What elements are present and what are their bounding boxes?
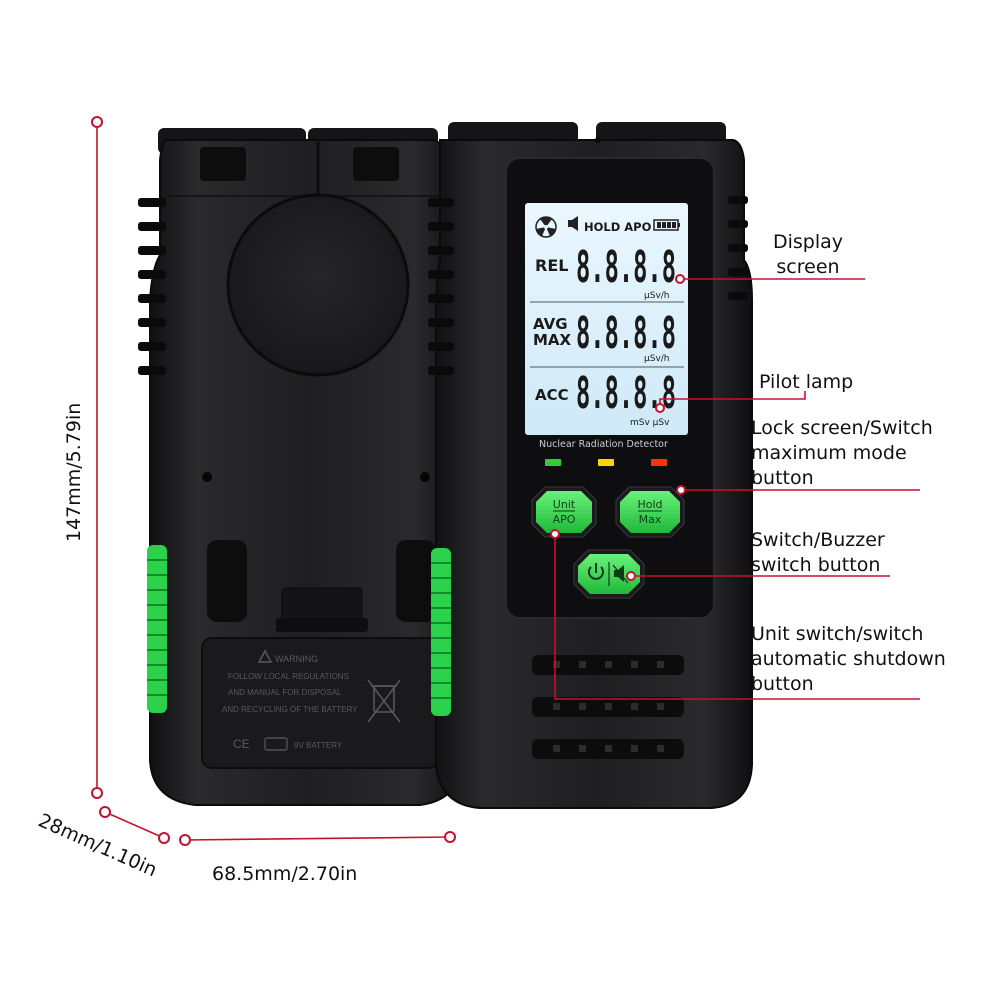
callout-lock-screen: Lock screen/Switch maximum mode button bbox=[751, 417, 933, 489]
depth-dimension-label: 28mm/1.10in bbox=[35, 809, 160, 881]
led-yellow bbox=[598, 459, 614, 466]
device-back-view: WARNING FOLLOW LOCAL REGULATIONS AND MAN… bbox=[138, 128, 463, 806]
warning-line-1: FOLLOW LOCAL REGULATIONS bbox=[228, 672, 349, 681]
callout-unit-line-3: button bbox=[751, 673, 814, 695]
unit-apo-button[interactable]: Unit APO bbox=[531, 486, 597, 538]
warning-title: WARNING bbox=[275, 654, 318, 664]
acc-label: ACC bbox=[535, 386, 569, 404]
callout-lock-line-2: maximum mode bbox=[751, 442, 907, 464]
callout-power-line-1: Switch/Buzzer bbox=[751, 529, 885, 551]
hold-max-button[interactable]: Hold Max bbox=[615, 486, 685, 538]
ce-mark: CE bbox=[233, 737, 250, 751]
width-dimension-label: 68.5mm/2.70in bbox=[212, 863, 357, 885]
power-buzzer-button[interactable] bbox=[573, 549, 645, 599]
lcd-status: HOLD APO bbox=[584, 220, 652, 234]
unit-1: µSv/h bbox=[644, 291, 670, 301]
front-grip-strip bbox=[431, 548, 451, 716]
hold-button-bottom: Max bbox=[639, 513, 662, 526]
callout-display-screen: Display screen bbox=[773, 231, 843, 278]
max-label: MAX bbox=[533, 331, 572, 349]
warning-line-3: AND RECYCLING OF THE BATTERY bbox=[222, 705, 358, 714]
mute-icon bbox=[568, 216, 578, 231]
led-green bbox=[545, 459, 561, 466]
callout-power-buzzer: Switch/Buzzer switch button bbox=[751, 529, 885, 576]
led-red bbox=[651, 459, 667, 466]
dimension-lines bbox=[96, 122, 451, 841]
avg-label: AVG bbox=[533, 315, 568, 333]
callout-unit-line-2: automatic shutdown bbox=[751, 648, 946, 670]
callout-power-line-2: switch button bbox=[751, 554, 880, 576]
unit-button-top: Unit bbox=[553, 498, 576, 511]
callout-lock-line-3: button bbox=[751, 467, 814, 489]
callout-unit-switch: Unit switch/switch automatic shutdown bu… bbox=[751, 623, 946, 695]
rel-label: REL bbox=[535, 256, 568, 275]
hold-button-top: Hold bbox=[637, 498, 662, 511]
callout-lock-line-1: Lock screen/Switch bbox=[751, 417, 933, 439]
battery-label: 9V BATTERY bbox=[294, 741, 343, 750]
reading-2: 8.8.8.8 bbox=[576, 308, 676, 359]
buzzer-mute-icon bbox=[612, 564, 629, 584]
dimension-dots bbox=[91, 116, 456, 846]
unit-3: mSv µSv bbox=[630, 418, 670, 428]
lcd-battery-icon bbox=[653, 219, 680, 231]
device-front-view: HOLD APO REL 8.8.8.8 µSv/h AVG MAX 8.8.8… bbox=[428, 122, 753, 809]
warning-line-2: AND MANUAL FOR DISPOSAL bbox=[228, 688, 342, 697]
left-grip-strip bbox=[147, 545, 167, 713]
recycle-bin-icon bbox=[367, 679, 401, 723]
unit-button-bottom: APO bbox=[553, 513, 576, 526]
speaker-grille bbox=[532, 655, 684, 759]
callout-pilot-lamp: Pilot lamp bbox=[759, 371, 853, 393]
battery-icon bbox=[264, 737, 288, 751]
device-name: Nuclear Radiation Detector bbox=[539, 439, 668, 450]
lcd-display: HOLD APO REL 8.8.8.8 µSv/h AVG MAX 8.8.8… bbox=[525, 203, 688, 435]
callout-dots bbox=[550, 274, 686, 581]
radiation-icon bbox=[535, 216, 557, 238]
power-icon bbox=[588, 563, 604, 580]
callout-display-line-1: Display bbox=[773, 231, 843, 253]
callout-unit-line-1: Unit switch/switch bbox=[751, 623, 923, 645]
callout-display-line-2: screen bbox=[776, 256, 839, 278]
reading-1: 8.8.8.8 bbox=[576, 242, 676, 293]
unit-2: µSv/h bbox=[644, 354, 670, 364]
callout-lines bbox=[554, 278, 920, 700]
height-dimension-label: 147mm/5.79in bbox=[63, 403, 85, 542]
